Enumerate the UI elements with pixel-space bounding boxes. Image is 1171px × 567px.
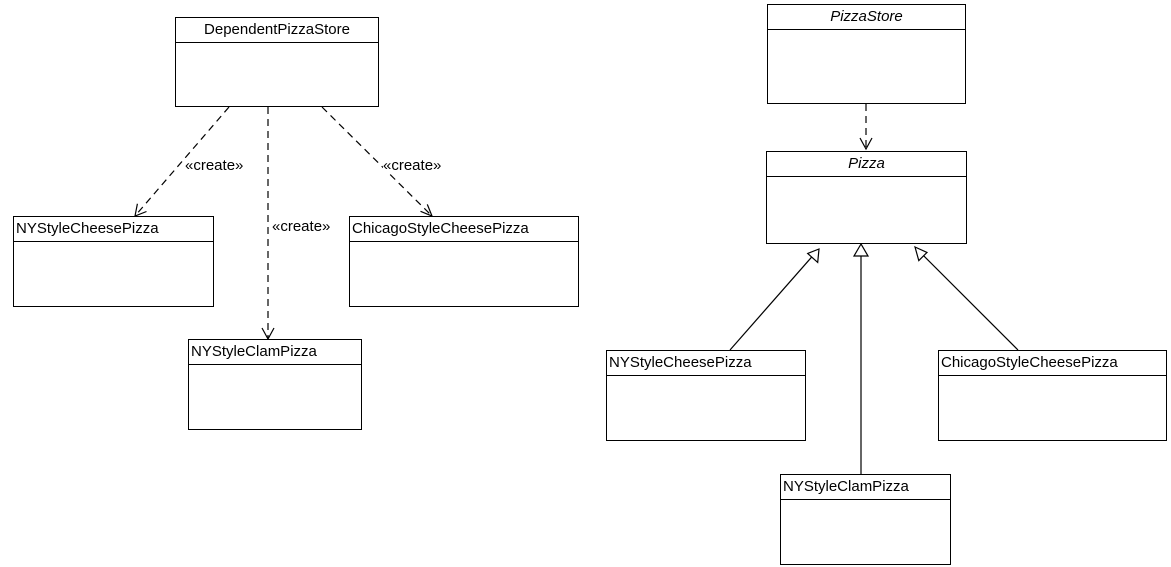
class-chicagostylecheesepizza[interactable]: ChicagoStyleCheesePizza: [938, 350, 1167, 441]
class-name: PizzaStore: [768, 5, 965, 30]
stereotype-label: «create»: [185, 157, 244, 174]
generalization-nystylecheesepizza-to-pizza: [729, 248, 820, 351]
class-name: ChicagoStyleCheesePizza: [939, 351, 1166, 376]
class-pizzastore[interactable]: PizzaStore: [767, 4, 966, 104]
stereotype-label: «create»: [272, 218, 331, 235]
generalization-chicagostylecheesepizza-to-pizza: [914, 245, 1019, 351]
dependency-pizzastore-to-pizza: [859, 104, 873, 151]
class-dependentpizzastore[interactable]: DependentPizzaStore: [175, 17, 379, 107]
stereotype-label: «create»: [383, 157, 442, 174]
class-nystyleclampizza[interactable]: NYStyleClamPizza: [188, 339, 362, 430]
class-name: NYStyleCheesePizza: [607, 351, 805, 376]
class-nystylecheesepizza[interactable]: NYStyleCheesePizza: [13, 216, 214, 307]
class-name: NYStyleClamPizza: [189, 340, 361, 365]
class-name: NYStyleCheesePizza: [14, 217, 213, 242]
class-name: DependentPizzaStore: [176, 18, 378, 43]
class-chicagostylecheesepizza[interactable]: ChicagoStyleCheesePizza: [349, 216, 579, 307]
class-nystyleclampizza[interactable]: NYStyleClamPizza: [780, 474, 951, 565]
class-pizza[interactable]: Pizza: [766, 151, 967, 244]
class-name: NYStyleClamPizza: [781, 475, 950, 500]
class-nystylecheesepizza[interactable]: NYStyleCheesePizza: [606, 350, 806, 441]
class-name: ChicagoStyleCheesePizza: [350, 217, 578, 242]
generalization-nystyleclampizza-to-pizza: [852, 242, 870, 474]
class-name: Pizza: [767, 152, 966, 177]
